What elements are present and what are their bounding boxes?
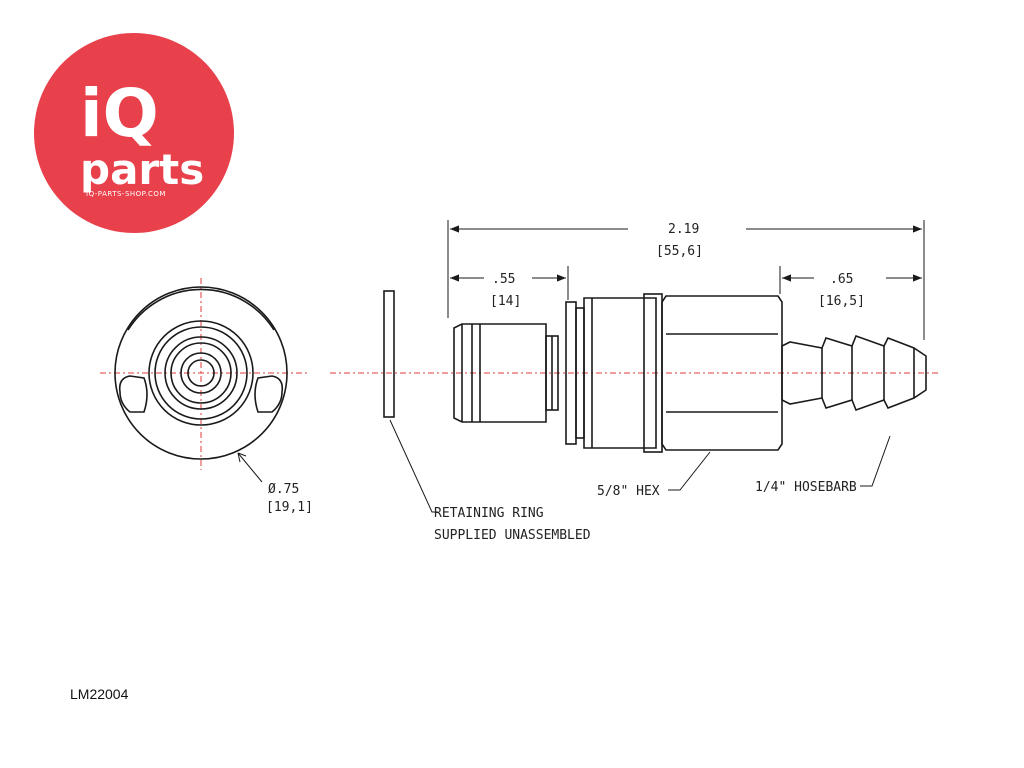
- insert-length-inch: .55: [492, 272, 515, 287]
- side-view: [330, 293, 940, 453]
- end-view-outer-flange: [127, 288, 275, 331]
- end-view-ring-1: [148, 320, 254, 426]
- logo-circle: [34, 33, 234, 233]
- insert-length-mm: [14]: [490, 294, 521, 309]
- diameter-inch-label: Ø.75: [268, 482, 299, 497]
- overall-length-mm: [55,6]: [656, 244, 703, 259]
- hosebarb-callout: 1/4" HOSEBARB: [755, 480, 857, 495]
- retaining-ring-leader: [389, 419, 438, 513]
- end-view-ring-3: [164, 336, 238, 410]
- end-view: Ø.75 [19,1]: [100, 278, 313, 515]
- diameter-mm-label: [19,1]: [266, 500, 313, 515]
- hex-callout: 5/8" HEX: [597, 484, 660, 499]
- hex-leader: [668, 451, 711, 491]
- end-view-ring-5: [180, 352, 222, 394]
- end-view-outer-circle: [114, 286, 288, 460]
- overall-length-inch: 2.19: [668, 222, 699, 237]
- barb-length-inch: .65: [830, 272, 853, 287]
- hosebarb-leader: [860, 435, 891, 487]
- diameter-leader: [237, 452, 263, 483]
- logo-tagline: IQ-PARTS-SHOP.COM: [86, 190, 166, 198]
- iq-parts-logo: iQ parts IQ-PARTS-SHOP.COM: [34, 33, 234, 233]
- end-view-left-latch: [118, 375, 148, 413]
- body-main: [583, 297, 657, 449]
- hex-body: [661, 295, 783, 451]
- retaining-ring: RETAINING RING SUPPLIED UNASSEMBLED: [383, 290, 591, 543]
- barb-length-mm: [16,5]: [818, 294, 865, 309]
- end-view-right-latch: [254, 375, 284, 413]
- diameter-leader-arrow: [237, 452, 247, 463]
- end-view-ring-2: [154, 326, 248, 420]
- dimensions: 2.19 [55,6] .55 [14] .65 [16,5] 5/8" HEX…: [447, 220, 925, 499]
- end-view-ring-4: [170, 342, 232, 404]
- end-view-bore: [187, 359, 215, 387]
- retaining-ring-note-line2: SUPPLIED UNASSEMBLED: [434, 528, 591, 543]
- hosebarb: [781, 334, 927, 412]
- part-number: LM22004: [70, 686, 129, 702]
- logo-brand-top: iQ: [80, 75, 159, 152]
- retaining-ring-note-line1: RETAINING RING: [434, 506, 544, 521]
- retaining-ring-shape: [383, 290, 395, 418]
- logo-brand-bottom: parts: [80, 145, 204, 194]
